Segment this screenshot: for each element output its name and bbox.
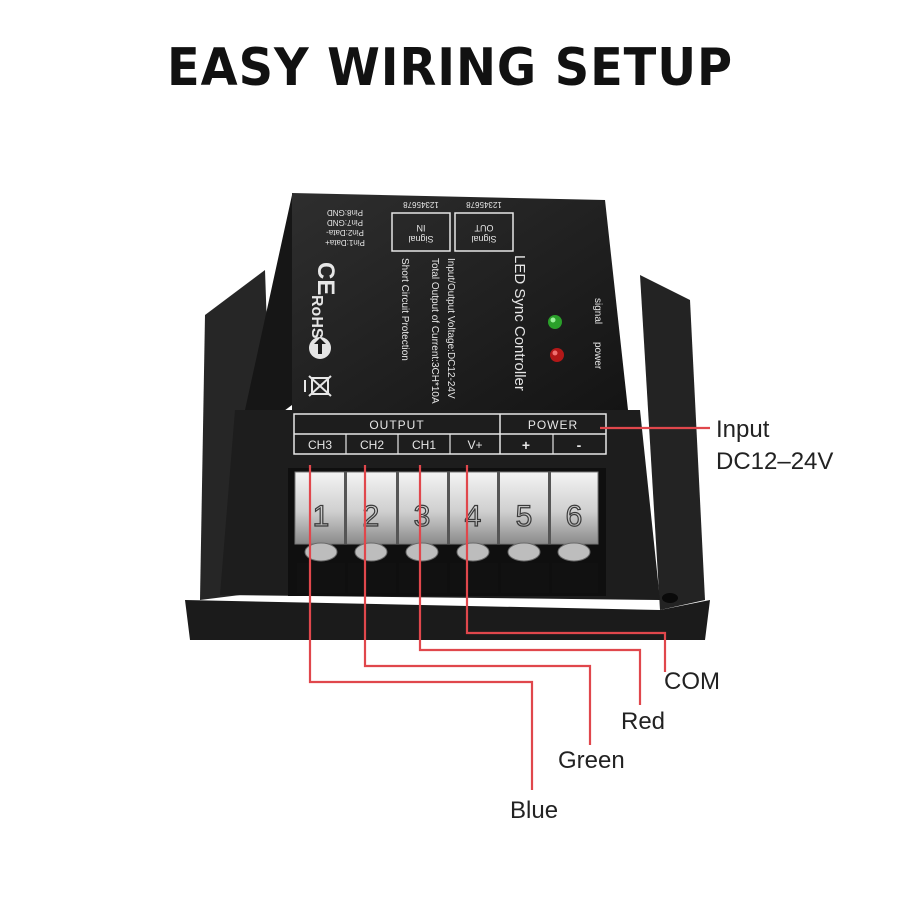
input-callout: Input DC12–24V <box>716 414 833 478</box>
indicator-label-power: power <box>592 342 603 370</box>
screw-icon <box>507 542 541 562</box>
device-name: LED Sync Controller <box>511 255 528 391</box>
input-callout-line2: DC12–24V <box>716 448 834 475</box>
port-out-label: Signal <box>471 234 496 244</box>
terminal-label-ch1: CH1 <box>412 438 436 452</box>
pinout-line: Pin2:Data- <box>326 228 364 237</box>
spec-line: Input/Output Voltage:DC12-24V <box>445 258 456 399</box>
terminal-number-3: 3 <box>414 500 431 533</box>
mounting-bracket-right <box>640 275 705 610</box>
spec-line: Short Circuit Protection <box>399 258 410 361</box>
indicator-label-signal: signal <box>592 298 603 324</box>
rohs-mark: RoHS <box>308 295 325 339</box>
screw-icon <box>354 542 388 562</box>
spec-line: Total Output of Current:3CH*10A <box>429 258 440 404</box>
pinout-line: Pin7:GND <box>327 218 363 227</box>
terminal-label-minus: - <box>577 437 582 453</box>
callout-line-red <box>418 465 642 705</box>
com-callout: COM <box>664 668 720 695</box>
terminal-number-6: 6 <box>566 500 583 533</box>
port-in-numbers: 12345678 <box>403 200 439 209</box>
callout-line-green <box>363 465 592 745</box>
weee-bin-icon <box>304 375 332 397</box>
terminal-label-strip: OUTPUT POWER CH3 CH2 CH1 V+ + - <box>293 413 607 455</box>
callout-lines <box>308 426 710 790</box>
port-in-label: Signal <box>408 234 433 244</box>
power-group-label: POWER <box>528 418 578 432</box>
screw-icon <box>456 542 490 562</box>
terminal-label-ch3: CH3 <box>308 438 332 452</box>
blue-callout: Blue <box>510 797 559 824</box>
terminal-block: 1 2 3 4 5 6 <box>288 468 606 596</box>
red-callout: Red <box>621 708 666 735</box>
output-group-label: OUTPUT <box>369 418 424 432</box>
terminal-label-ch2: CH2 <box>360 438 384 452</box>
terminal-number-2: 2 <box>363 500 380 533</box>
input-callout-line1: Input <box>716 416 770 443</box>
terminal-number-4: 4 <box>465 500 482 533</box>
bracket-hole <box>662 593 678 603</box>
signal-led <box>548 315 562 329</box>
screw-icon <box>405 542 439 562</box>
terminal-number-5: 5 <box>516 500 533 533</box>
terminal-label-plus: + <box>522 437 530 453</box>
pinout-line: Pin1:Data+ <box>325 238 365 247</box>
terminal-number-1: 1 <box>313 500 330 533</box>
screw-icon <box>557 542 591 562</box>
terminal-label-vplus: V+ <box>467 438 482 452</box>
signal-in-port <box>391 212 451 252</box>
callout-line-blue <box>308 465 534 790</box>
callout-line-com <box>465 465 667 672</box>
enclosure-top <box>292 193 628 410</box>
signal-out-port <box>454 212 514 252</box>
enclosure-side-left <box>245 195 292 440</box>
port-out-sub: OUT <box>474 223 494 233</box>
port-out-numbers: 12345678 <box>466 200 502 209</box>
page-title: EASY WIRING SETUP <box>167 38 733 98</box>
ce-mark: CE <box>312 262 339 295</box>
power-led <box>550 348 564 362</box>
top-panel-print: Signal IN 12345678 Signal OUT 12345678 P… <box>304 200 603 404</box>
port-in-sub: IN <box>417 223 426 233</box>
pinout-line: Pin8:GND <box>327 208 363 217</box>
mounting-bracket-base <box>185 600 710 640</box>
terminal-screws <box>304 542 591 562</box>
screw-icon <box>304 542 338 562</box>
green-callout: Green <box>558 747 625 774</box>
